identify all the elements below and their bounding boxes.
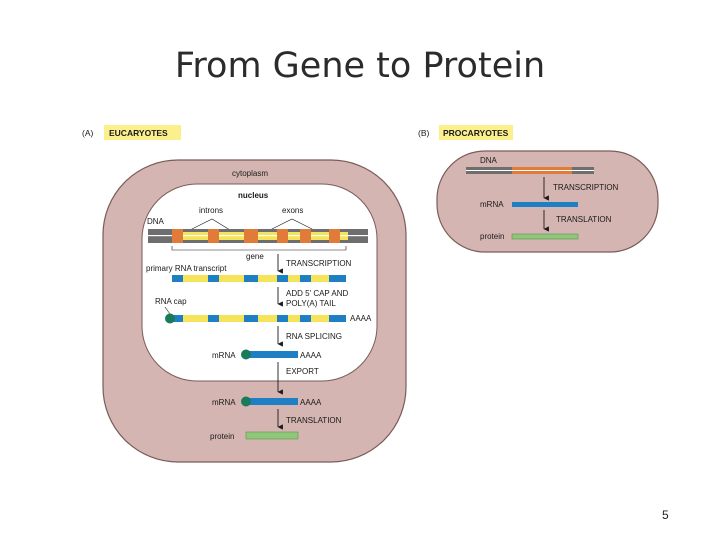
protein-label-eukaryote: protein — [210, 432, 234, 441]
panel-b-tag: (B) — [418, 128, 430, 138]
protein-eukaryote — [245, 431, 299, 440]
add-cap-label-1: ADD 5' CAP AND — [286, 289, 349, 298]
protein-label-prokaryote: protein — [480, 232, 504, 241]
mrna-prokaryote — [512, 202, 578, 207]
intron-pointer-lines — [189, 218, 315, 231]
primary-transcript-label: primary RNA transcript — [146, 264, 227, 273]
add-cap-label-2: POLY(A) TAIL — [286, 299, 336, 308]
dna-label-eukaryote: DNA — [147, 217, 165, 226]
eukaryote-label: EUCARYOTES — [109, 128, 168, 138]
rna-cap-pointer — [164, 306, 171, 315]
gene-bracket — [171, 246, 347, 251]
rna-cap-label: RNA cap — [155, 297, 187, 306]
poly-a-tail-2: AAAA — [300, 351, 322, 360]
eukaryote-panel: (A) EUCARYOTES cytoplasm nucleus introns… — [82, 125, 407, 463]
prokaryote-label: PROCARYOTES — [443, 128, 509, 138]
panel-a-tag: (A) — [82, 128, 94, 138]
transcription-label-prokaryote: TRANSCRIPTION — [553, 183, 619, 192]
rna-cap-2 — [241, 349, 251, 360]
capped-transcript — [165, 313, 346, 324]
gene-label: gene — [246, 252, 264, 261]
cytoplasm-label: cytoplasm — [232, 169, 268, 178]
mrna-label-prokaryote: mRNA — [480, 200, 504, 209]
mrna-cytoplasm — [246, 398, 298, 405]
mrna-nucleus — [246, 351, 298, 358]
export-label: EXPORT — [286, 367, 319, 376]
prokaryote-dna — [466, 167, 594, 174]
rna-cap-1 — [165, 313, 175, 324]
dna-label-prokaryote: DNA — [480, 156, 498, 165]
protein-prokaryote — [511, 233, 579, 240]
mrna-label-2: mRNA — [212, 398, 236, 407]
dna-exons — [172, 229, 340, 243]
slide-title: From Gene to Protein — [174, 46, 546, 86]
primary-transcript — [172, 275, 346, 282]
mrna-label-1: mRNA — [212, 351, 236, 360]
prokaryote-label-bg — [439, 125, 513, 140]
translation-label-eukaryote: TRANSLATION — [286, 416, 342, 425]
translation-label-prokaryote: TRANSLATION — [556, 215, 612, 224]
page-number: 5 — [662, 508, 669, 522]
introns-label: introns — [199, 206, 223, 215]
splicing-label: RNA SPLICING — [286, 332, 342, 341]
transcription-label: TRANSCRIPTION — [286, 259, 352, 268]
poly-a-tail-1: AAAA — [350, 314, 372, 323]
rna-cap-3 — [241, 396, 251, 407]
eukaryote-label-bg — [104, 125, 181, 140]
exons-label: exons — [282, 206, 303, 215]
prokaryote-panel: (B) PROCARYOTES DNA TRANSCRIPTION mRNA T… — [418, 125, 659, 253]
poly-a-tail-3: AAAA — [300, 398, 322, 407]
nucleus-label: nucleus — [238, 191, 269, 200]
prokaryote-cell — [436, 150, 659, 253]
